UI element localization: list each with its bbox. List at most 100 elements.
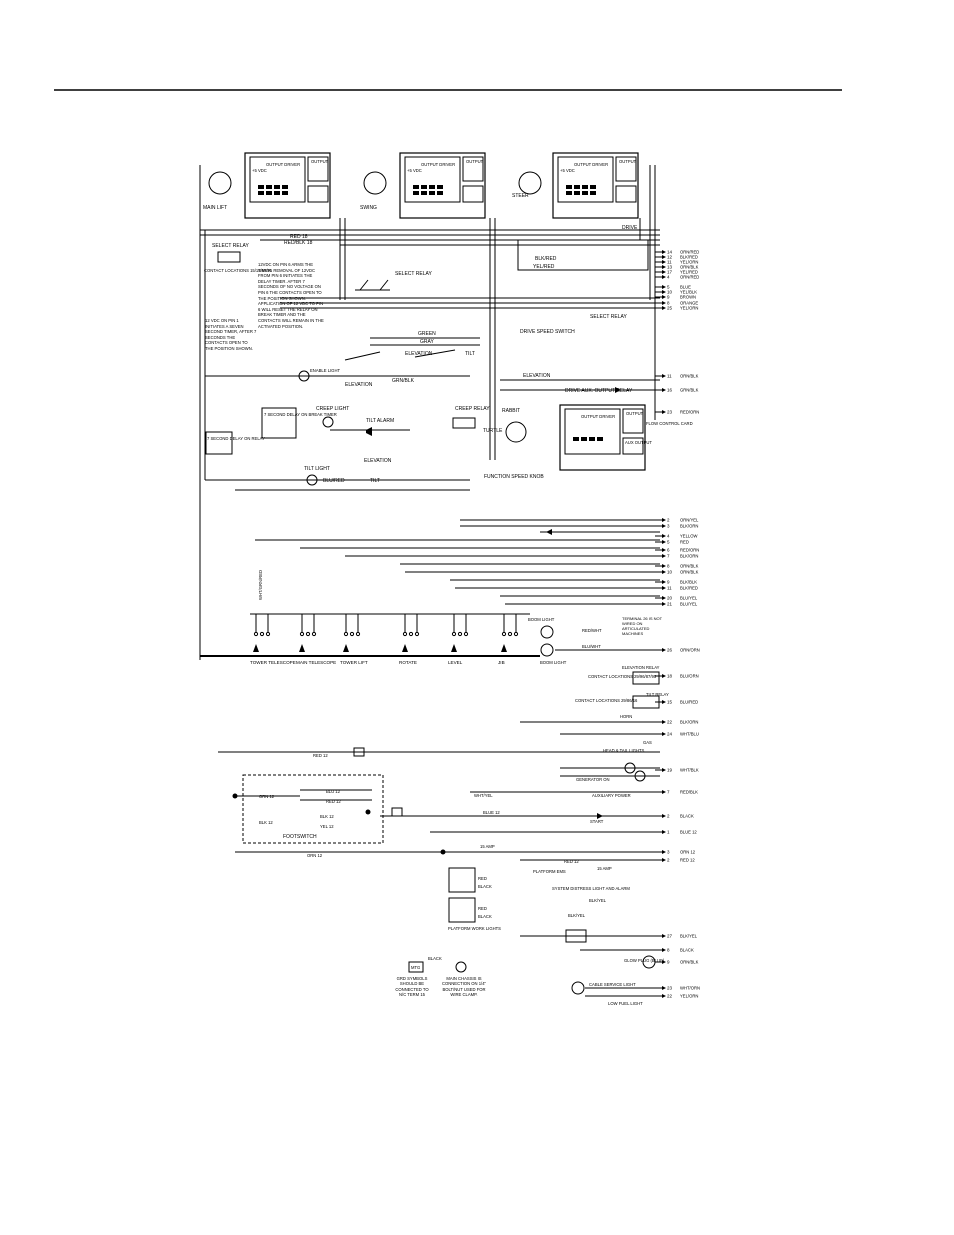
terminal-wire-color: ORN/BLK xyxy=(680,570,699,575)
switch-label: TURTLE xyxy=(483,428,503,434)
toggle-label: TOWER TELESCOPE xyxy=(250,660,296,665)
terminal-wire-color: BLK/BLK xyxy=(680,580,697,585)
terminal-wire-color: ORN/BLK xyxy=(680,564,699,569)
terminal-wire-color: RED/ORN xyxy=(680,548,699,553)
wire-label: BLK/YEL xyxy=(568,913,586,918)
terminal-wire-color: BLK/ORN xyxy=(680,524,698,529)
card-label: OUTPUT DRIVER xyxy=(266,162,300,167)
fuse-label: 15 AMP xyxy=(597,866,612,871)
switch-label: TILT xyxy=(370,478,380,484)
terminal-wire-color: ORN/BLK xyxy=(680,960,699,965)
controller-steer: OUTPUT DRIVER OUTPUT +5 VDC STEER DRIVE xyxy=(512,152,639,231)
terminal-wire-color: BLK/ORN xyxy=(680,720,698,725)
terminal-number: 9 xyxy=(667,960,670,965)
terminal-wire-color: BROWN xyxy=(680,295,696,300)
terminal-number: 22 xyxy=(667,994,673,999)
wire-label: BLK 12 xyxy=(259,820,273,825)
device-label: GAS xyxy=(643,740,652,745)
wire-label: GRAY xyxy=(420,339,434,345)
terminal-note: TERMINAL 26 IS NOT WIRED ON ARTICULATED … xyxy=(622,616,663,636)
alarm-label: TILT ALARM xyxy=(366,418,394,424)
terminal-number: 5 xyxy=(667,540,670,545)
card-label: +5 VDC xyxy=(252,168,267,173)
relay-label: TILT RELAY xyxy=(646,692,669,697)
controller-main-lift: OUTPUT DRIVER OUTPUT +5 VDC MAIN LIFT xyxy=(203,152,331,219)
terminal-number: 6 xyxy=(667,548,670,553)
terminal-wire-color: ORN/BLK xyxy=(680,374,699,379)
terminal-wire-color: BLU/YEL xyxy=(680,602,698,607)
lower-wiring: RED 12 ORN 12 WHT/YEL BLUE 12 15 AMP 15 … xyxy=(218,747,665,1006)
timer-note: 12VDC ON PIN 6 ARMS THE TIMER. REMOVAL O… xyxy=(258,262,324,329)
device-label: GENERATOR ON xyxy=(576,777,610,782)
terminal-number: 13 xyxy=(667,265,673,270)
function-wiring: WHT/GRN/RED xyxy=(200,519,660,657)
terminal-number: 8 xyxy=(667,564,670,569)
terminal-wire-color: BLACK xyxy=(680,948,694,953)
terminal-wire-color: YEL/RED xyxy=(680,270,698,275)
card-label: OUTPUT DRIVER xyxy=(581,414,615,419)
terminal-number: 4 xyxy=(667,534,670,539)
device-label: HORN xyxy=(620,714,632,719)
terminal-number: 18 xyxy=(667,674,673,679)
light-label: ENABLE LIGHT xyxy=(310,368,340,373)
card-pins xyxy=(573,437,603,441)
contact-locations-label: CONTACT LOCATIONS 29/86/16 xyxy=(575,698,638,703)
wire-label: GREEN xyxy=(418,331,436,337)
steer-relay-block: BLK/RED YEL/RED SELECT RELAY xyxy=(280,239,660,320)
terminal-number: 22 xyxy=(667,720,673,725)
wire-label: RED 12 xyxy=(313,753,328,758)
toggle-switch: LEVEL xyxy=(448,614,469,665)
wire-label: RED/BLK 18 xyxy=(284,240,313,246)
terminal-wire-color: ORN/YEL xyxy=(680,518,699,523)
terminal-number: 20 xyxy=(667,596,673,601)
timer-label: 7 SECOND DELAY ON RELAY xyxy=(207,436,265,441)
switch-label: ELEVATION xyxy=(523,373,551,379)
controller-label: SWING xyxy=(360,205,377,211)
terminal-number: 8 xyxy=(667,948,670,953)
terminal-number: 9 xyxy=(667,295,670,300)
terminal-wire-color: BLU/ORN xyxy=(680,674,699,679)
card-label: +5 VDC xyxy=(407,168,422,173)
terminal-number: 27 xyxy=(667,934,673,939)
enable-creep-tilt-block: ENABLE LIGHT 7 SECOND DELAY ON BREAK TIM… xyxy=(205,368,490,491)
wire-label: BLK/RED xyxy=(535,256,557,262)
switch-label: DRIVE SPEED SWITCH xyxy=(520,329,575,335)
switch-label: ELEVATION xyxy=(364,458,392,464)
card-label: OUTPUT DRIVER xyxy=(574,162,608,167)
wire-label: BLU 12 xyxy=(326,789,341,794)
terminal-wire-color: BLK/RED xyxy=(680,586,698,591)
terminal-number: 7 xyxy=(667,554,670,559)
card-pins xyxy=(258,185,288,195)
relay-label: DRIVE AUX. OUTPUT RELAY xyxy=(565,388,633,394)
terminal-number: 17 xyxy=(667,270,673,275)
chassis-note: MAIN CHASSIS IS CONNECTION ON 1/4" BOLT/… xyxy=(441,976,487,998)
switch-label: ELEVATION xyxy=(405,351,433,357)
light-label: BOOM LIGHT xyxy=(540,660,567,665)
fuse-label: 15 AMP xyxy=(480,844,495,849)
terminal-row: 18 BLU/ORN xyxy=(655,674,699,679)
card-label: OUTPUT xyxy=(626,411,644,416)
terminal-number: 19 xyxy=(667,768,673,773)
relay-label: SELECT RELAY xyxy=(395,271,432,277)
terminal-wire-color: YEL/ORN xyxy=(680,306,698,311)
wire-label: RED/WHT xyxy=(582,628,602,633)
terminal-number: 2 xyxy=(667,858,670,863)
wire-label: BLACK xyxy=(428,956,442,961)
relay-label: SELECT RELAY xyxy=(590,314,627,320)
terminal-wire-color: BLK/YEL xyxy=(680,934,698,939)
